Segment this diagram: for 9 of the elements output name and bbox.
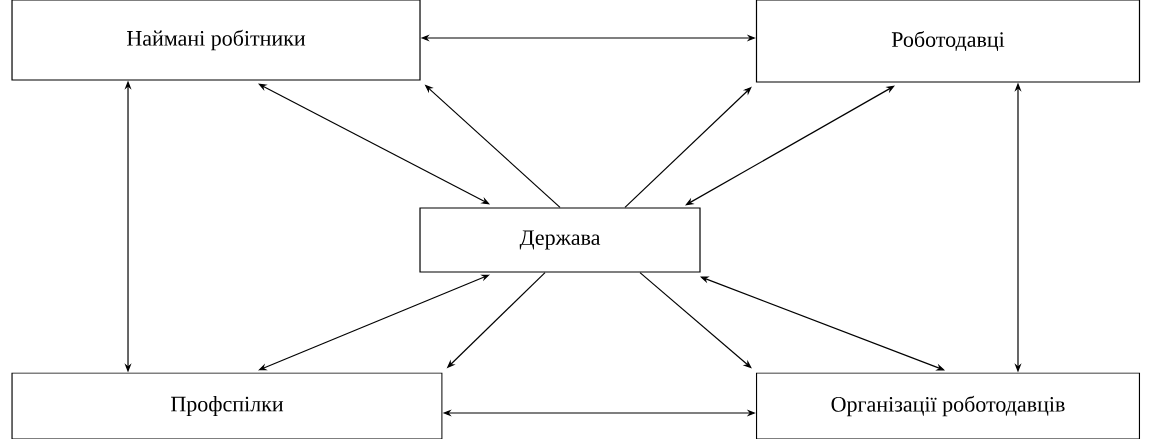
process-box: Держава: [419, 207, 701, 273]
arrow: [258, 83, 490, 205]
arrow: [700, 276, 945, 371]
arrow: [258, 274, 490, 371]
process-box: Наймані робітники: [11, 0, 421, 81]
process-box: Роботодавці: [755, 0, 1141, 83]
process-box: Організації роботодавців: [755, 372, 1141, 439]
process-box: Профспілки: [11, 372, 443, 439]
arrow: [685, 85, 895, 206]
